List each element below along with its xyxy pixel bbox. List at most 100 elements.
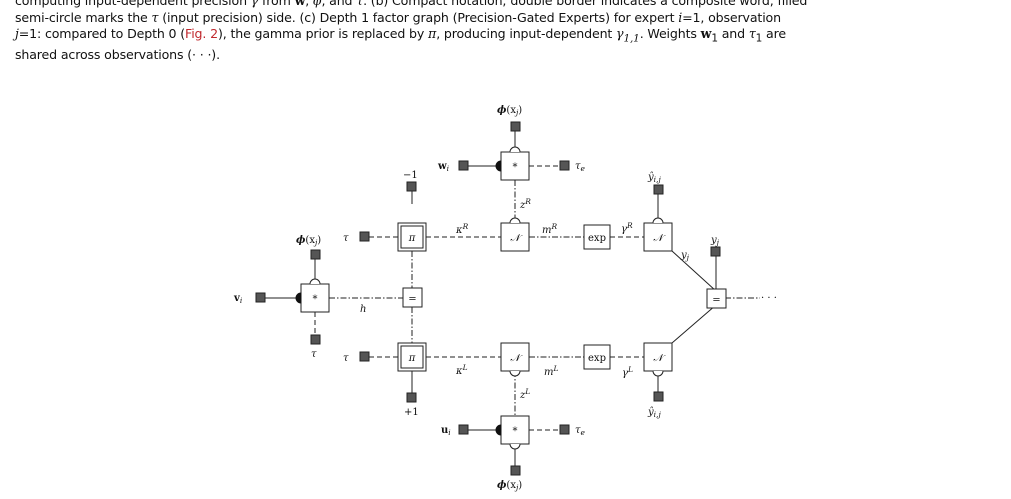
edge-y-diag-top — [671, 250, 717, 292]
label-yhat-top: ŷi,j — [647, 172, 661, 184]
label-y-diag: yj — [680, 250, 690, 262]
caption-line-3: j=1: compared to Depth 0 (Fig. 2), the g… — [15, 26, 1001, 47]
factor-symbol: * — [513, 426, 518, 437]
factor-nodes: * π 𝒩 exp 𝒩 = — [295, 146, 727, 450]
figure-reference-link[interactable]: Fig. 2 — [185, 26, 218, 41]
factor-multiply-bottom[interactable]: * — [495, 415, 530, 450]
factor-box — [500, 151, 530, 181]
factor-exp-top[interactable]: exp — [583, 224, 611, 250]
caption-text: and — [717, 26, 749, 41]
caption-text: computing input-dependent precision — [15, 0, 251, 8]
open-semicircle-marker — [309, 278, 321, 285]
open-semicircle-marker — [652, 370, 664, 377]
terminal-tau-pi-bottom[interactable] — [359, 351, 370, 362]
open-semicircle-marker — [652, 217, 664, 224]
label-y-top: yj — [710, 235, 720, 247]
caption-text: shared across observations (· · ·). — [15, 47, 220, 63]
factor-symbol: 𝒩 — [653, 233, 666, 244]
caption-line-1: computing input-dependent precision γ fr… — [15, 0, 1001, 10]
label-ellipsis: · · · — [761, 293, 777, 304]
terminal-nodes — [255, 121, 721, 476]
factor-box — [583, 224, 611, 250]
terminal-tau-pi-top[interactable] — [359, 231, 370, 242]
label-tau-below-left: τ — [311, 349, 317, 360]
edge-y-diag-bottom — [671, 304, 717, 344]
caption-math: 1 — [755, 32, 763, 45]
caption-math: γ — [616, 26, 624, 41]
terminal-y[interactable] — [710, 246, 721, 257]
factor-box-inner — [400, 225, 424, 249]
caption-text: =1: compared to Depth 0 ( — [18, 26, 186, 41]
label-tau-e-top: τe — [575, 161, 586, 173]
terminal-tau-below-left[interactable] — [310, 334, 321, 345]
caption-line-4: shared across observations (· · ·). — [15, 47, 1001, 64]
factor-symbol: * — [513, 162, 518, 173]
caption-math: π — [428, 26, 437, 41]
factor-pi-bottom[interactable]: π — [397, 342, 427, 372]
factor-exp-bottom[interactable]: exp — [583, 344, 611, 370]
factor-normal-right-top[interactable]: 𝒩 — [643, 217, 673, 252]
terminal-phi-bottom[interactable] — [510, 465, 521, 476]
label-yhat-bottom: ŷi,j — [647, 407, 661, 419]
factor-symbol: * — [313, 294, 318, 305]
factor-symbol: 𝒩 — [653, 353, 666, 364]
caption-text: are — [762, 26, 786, 41]
label-tau-left-top: τ — [343, 233, 349, 244]
factor-symbol: = — [408, 294, 416, 305]
caption-text: . (b) Compact notation; double border in… — [363, 0, 808, 8]
label-tau-e-bottom: τe — [575, 425, 586, 437]
terminal-minus1[interactable] — [406, 181, 417, 192]
factor-equality-right[interactable]: = — [706, 288, 727, 309]
terminal-phi-left[interactable] — [310, 249, 321, 260]
factor-multiply-left[interactable]: * — [295, 278, 330, 313]
caption-math: j — [15, 26, 19, 41]
factor-box — [500, 222, 530, 252]
caption-math: τ — [356, 0, 364, 8]
terminal-u[interactable] — [458, 424, 469, 435]
factor-symbol: 𝒩 — [510, 233, 523, 244]
label-phi-bottom: ϕ(xj) — [497, 480, 522, 492]
figure-caption: computing input-dependent precision γ fr… — [15, 0, 1001, 64]
factor-normal-bottom[interactable]: 𝒩 — [500, 342, 530, 377]
factor-box — [583, 344, 611, 370]
caption-text: =1, observation — [682, 9, 781, 25]
label-tau-left-bottom: τ — [343, 353, 349, 364]
factor-box — [643, 342, 673, 372]
terminal-yhat-bottom[interactable] — [653, 391, 664, 402]
terminal-yhat-top[interactable] — [653, 184, 664, 195]
label-m-l: mL — [544, 364, 558, 378]
terminal-v[interactable] — [255, 292, 266, 303]
factor-normal-right-bottom[interactable]: 𝒩 — [643, 342, 673, 377]
label-w: wi — [437, 161, 450, 173]
factor-symbol: π — [408, 353, 416, 364]
factor-symbol: 𝒩 — [510, 353, 523, 364]
factor-box — [500, 342, 530, 372]
factor-normal-top[interactable]: 𝒩 — [500, 217, 530, 252]
label-phi-top: ϕ(xj) — [497, 105, 522, 117]
label-kappa-r: κR — [455, 222, 469, 236]
terminal-tau-e-top[interactable] — [559, 160, 570, 171]
open-semicircle-marker — [509, 443, 521, 450]
variable-labels: ϕ(xj) wi τe zR −1 κR mR γR ŷi,j yj yj τ … — [233, 105, 777, 492]
terminal-phi-top[interactable] — [510, 121, 521, 132]
label-gamma-l: γL — [622, 365, 633, 379]
label-v: vi — [233, 293, 243, 305]
caption-text: , — [305, 0, 314, 8]
factor-box — [643, 222, 673, 252]
factor-equality-middle[interactable]: = — [402, 287, 423, 308]
caption-math: γ — [250, 0, 259, 8]
label-kappa-l: κL — [455, 363, 468, 377]
terminal-plus1[interactable] — [406, 392, 417, 403]
caption-text: , and — [321, 0, 357, 8]
factor-box-inner — [400, 345, 424, 369]
caption-math: τ — [151, 9, 159, 25]
label-minus1: −1 — [403, 170, 418, 181]
factor-multiply-top[interactable]: * — [495, 146, 530, 181]
caption-math: 1 — [711, 32, 718, 45]
terminal-tau-e-bottom[interactable] — [559, 424, 570, 435]
terminal-w[interactable] — [458, 160, 469, 171]
open-semicircle-marker — [509, 370, 521, 377]
filled-semicircle-marker — [495, 424, 502, 436]
factor-symbol: π — [408, 233, 416, 244]
factor-pi-top[interactable]: π — [397, 222, 427, 252]
